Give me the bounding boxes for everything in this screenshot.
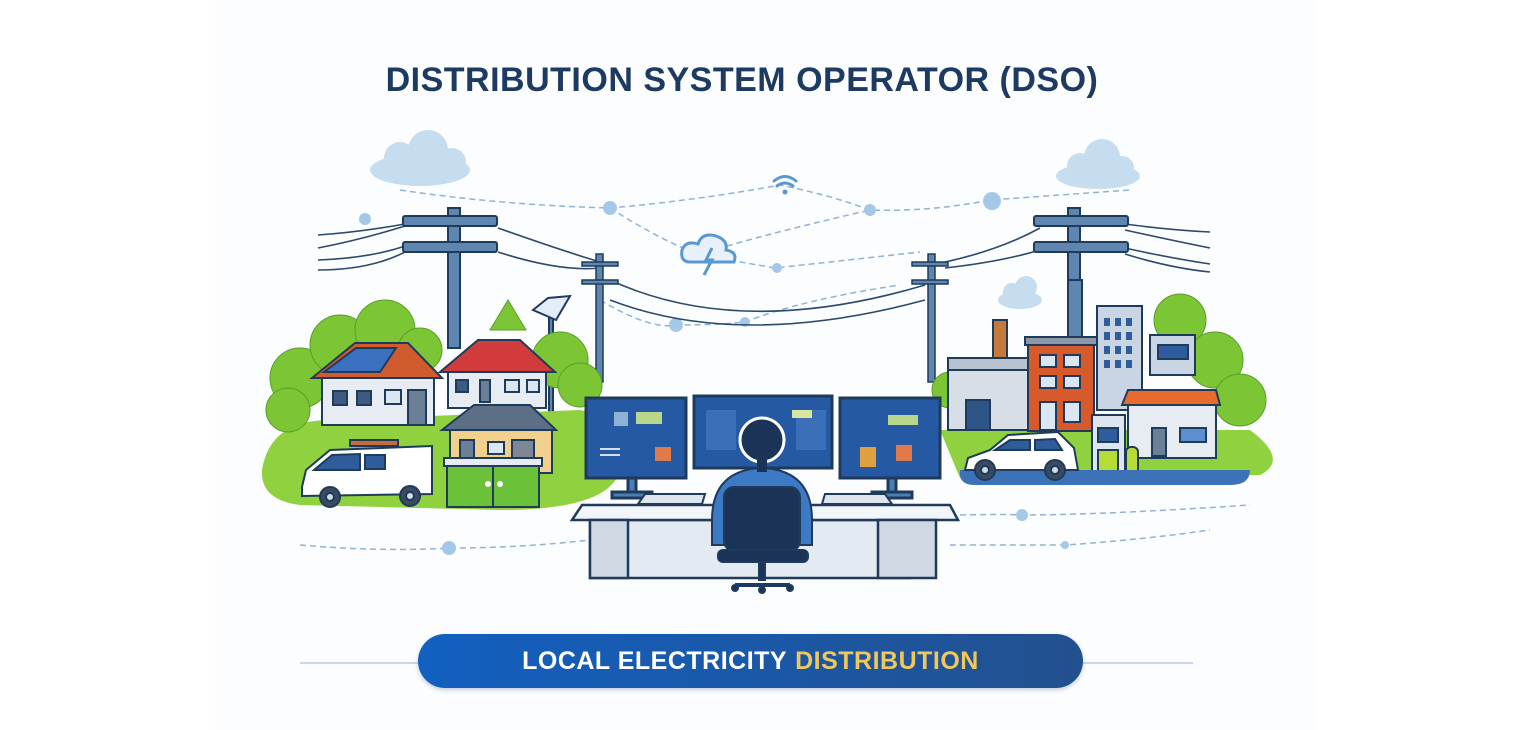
banner-line-left — [300, 662, 420, 664]
transformer-box — [443, 457, 543, 508]
cloud-lightning-icon — [680, 233, 737, 276]
page-title: DISTRIBUTION SYSTEM OPERATOR (DSO) — [385, 60, 1099, 99]
cloud-icon — [370, 130, 470, 186]
wifi-icon — [772, 175, 798, 195]
monitor-left — [584, 396, 688, 500]
banner-line-right — [1083, 662, 1193, 664]
office-chair — [717, 486, 809, 594]
banner-text-highlight: DISTRIBUTION — [795, 646, 979, 675]
left-neighborhood — [261, 299, 622, 510]
right-neighborhood — [931, 279, 1273, 485]
cloud-icon — [1056, 139, 1140, 189]
smoke-cloud-icon — [998, 276, 1042, 309]
monitor-right — [838, 396, 942, 500]
electric-car — [963, 430, 1080, 481]
service-van — [301, 439, 433, 508]
power-pole-left — [402, 207, 498, 349]
banner-text-white: LOCAL ELECTRICITY — [522, 646, 788, 675]
subtitle-banner: LOCAL ELECTRICITY DISTRIBUTION — [418, 634, 1083, 688]
